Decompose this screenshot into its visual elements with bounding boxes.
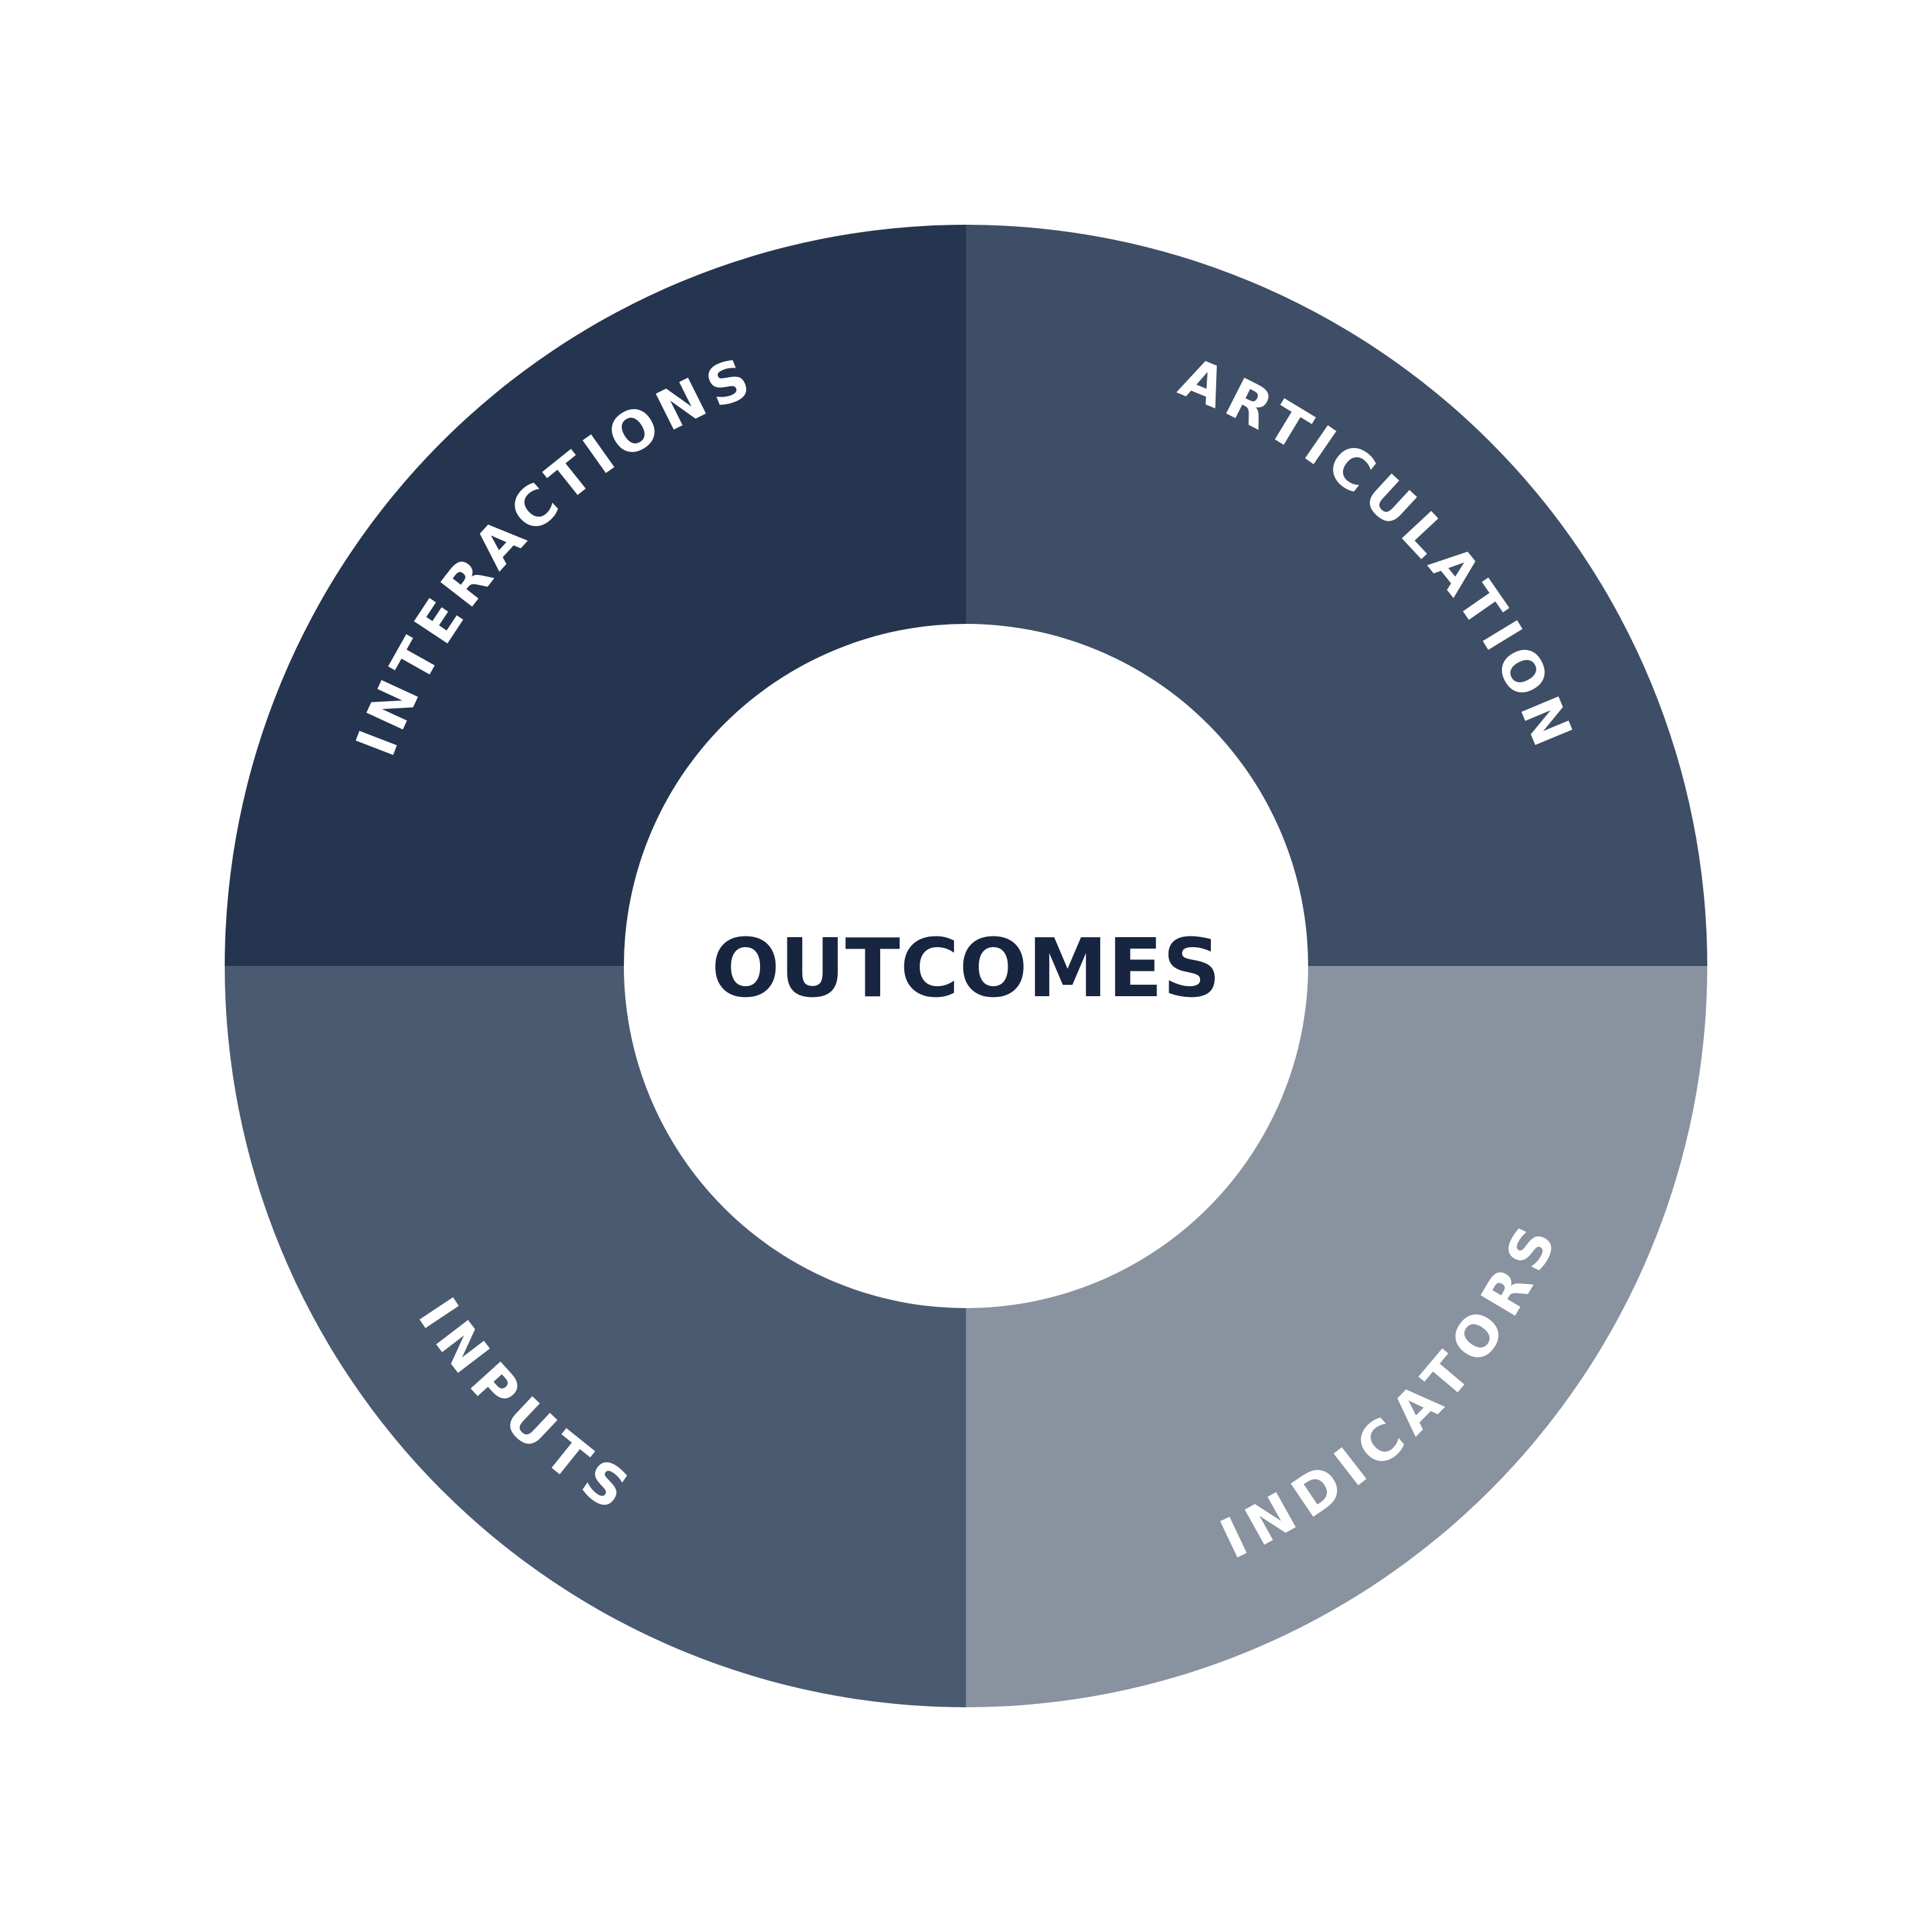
center-circle xyxy=(624,624,1308,1308)
center-label: OUTCOMES xyxy=(711,922,1220,1016)
